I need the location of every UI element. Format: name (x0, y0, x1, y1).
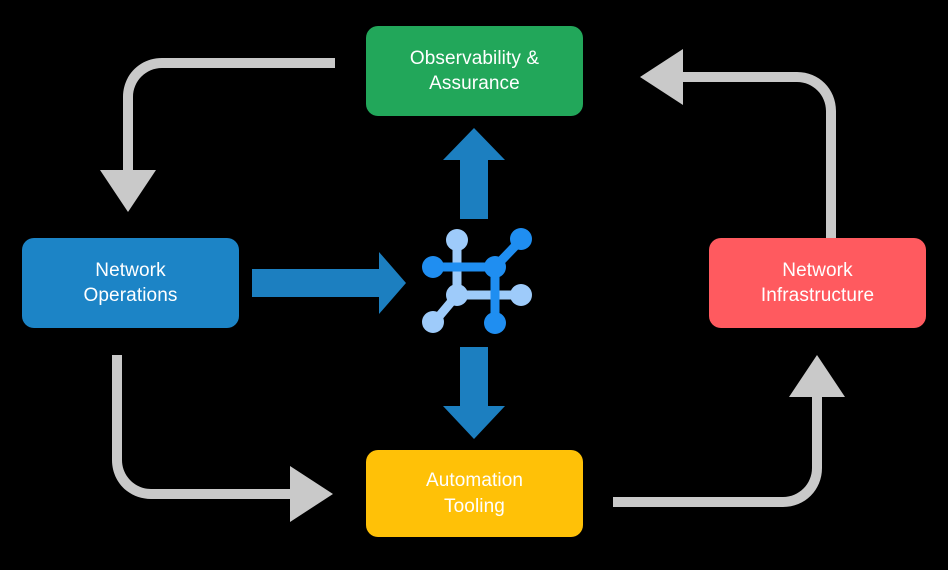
gray-arrow-top-left (100, 58, 335, 212)
blue-arrow-down (443, 347, 505, 439)
node-network-infrastructure[interactable]: Network Infrastructure (709, 238, 926, 328)
blue-arrow-right (252, 252, 406, 314)
gray-arrow-top-right (640, 49, 836, 238)
node-automation-tooling[interactable]: Automation Tooling (366, 450, 583, 537)
node-label: Observability & Assurance (409, 47, 540, 94)
node-label: Network Operations (83, 259, 178, 306)
gray-arrow-bottom-right (613, 355, 845, 507)
node-label: Automation Tooling (425, 470, 524, 517)
node-label: Network Infrastructure (760, 259, 875, 306)
blue-arrow-up (443, 128, 505, 219)
gray-arrow-bottom-left (112, 355, 333, 522)
node-observability-assurance[interactable]: Observability & Assurance (366, 26, 583, 116)
node-network-operations[interactable]: Network Operations (22, 238, 239, 328)
network-topology-icon (422, 228, 532, 334)
